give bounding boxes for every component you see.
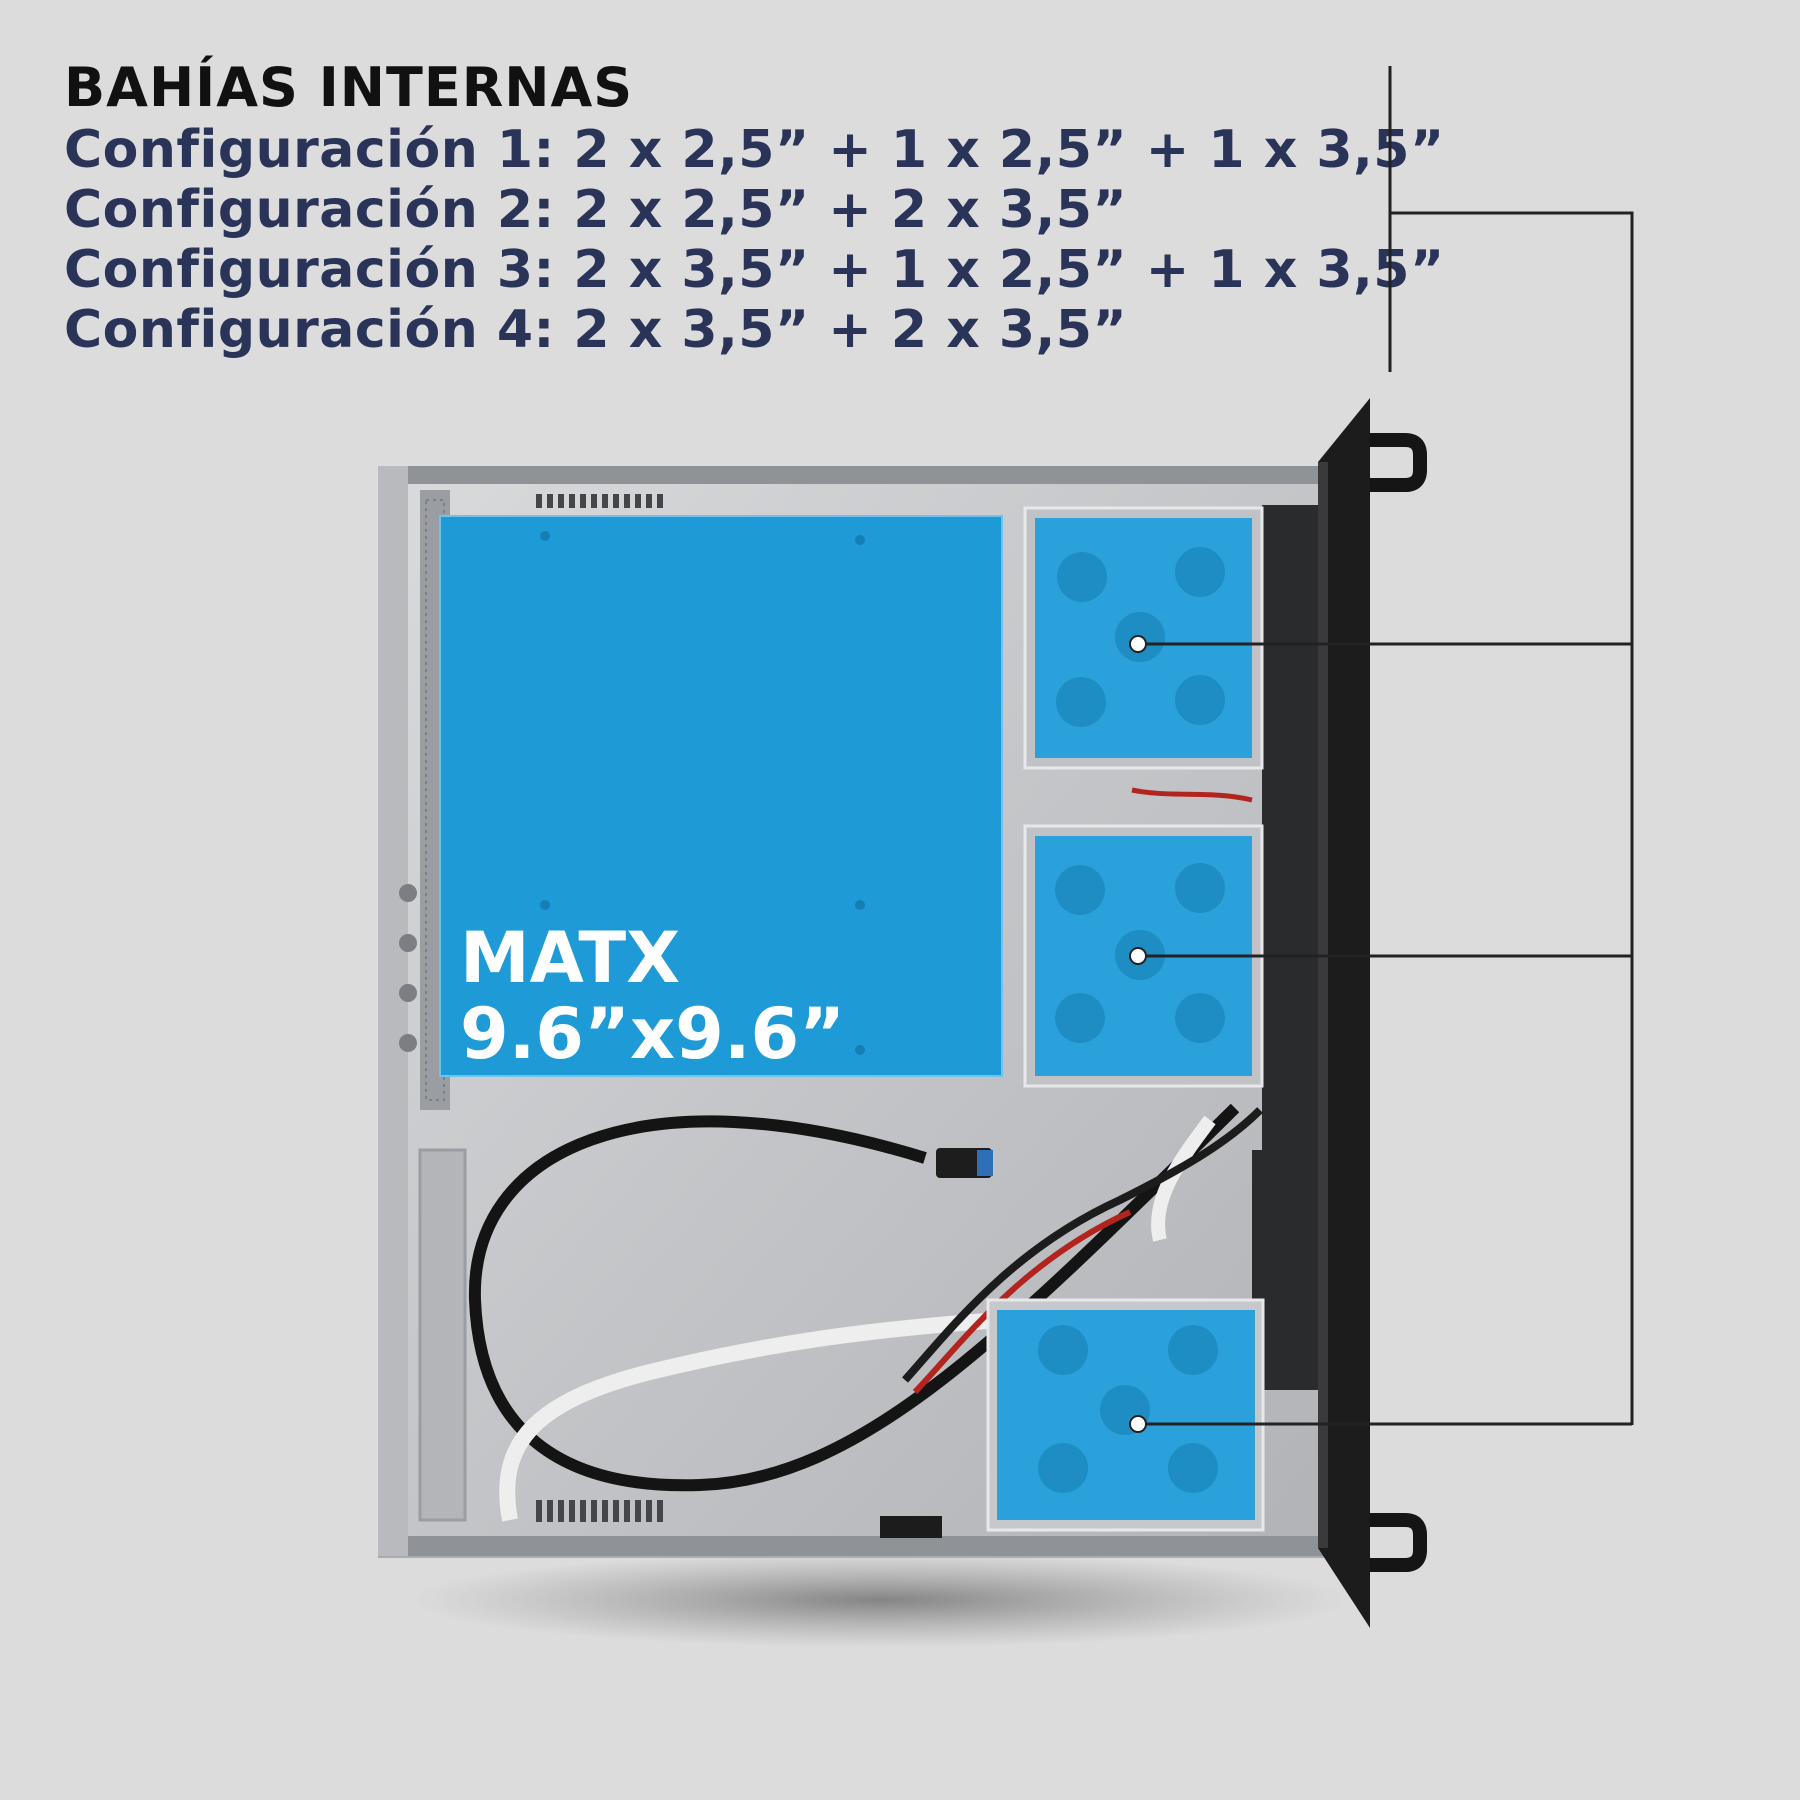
chassis-shadow [410,1552,1350,1648]
front-panel-connector [880,1516,942,1538]
psu-bracket [418,1148,467,1522]
configuration-3: Configuración 3: 2 x 3,5” + 1 x 2,5” + 1… [64,240,1445,300]
slot-screws [399,884,417,1052]
usb-cable [468,1103,1240,1492]
handle-bottom [1370,1513,1427,1572]
matx-dimensions: 9.6”x9.6” [460,993,846,1075]
top-vent-slits [536,494,663,508]
matx-form-factor: MATX [460,917,681,999]
handle-top [1370,433,1427,492]
power-cable-black [902,1107,1263,1383]
leader-spine [1390,211,1634,1425]
ribbon-cable-2 [1151,1115,1216,1242]
matx-label: MATX 9.6”x9.6” [460,920,845,1072]
configuration-1: Configuración 1: 2 x 2,5” + 1 x 2,5” + 1… [64,120,1445,180]
matx-board-area [439,515,1003,1077]
usb-connector-tab [977,1150,993,1176]
bottom-vent-slits [536,1500,663,1522]
ribbon-cable [499,1312,1001,1522]
marker-bay-2 [1129,947,1147,965]
configuration-4: Configuración 4: 2 x 3,5” + 2 x 3,5” [64,300,1128,360]
fan-cable-red [1131,787,1253,803]
section-title: BAHÍAS INTERNAS [64,56,634,119]
standoffs [540,531,865,1055]
marker-bay-3 [1129,1415,1147,1433]
front-panel [1318,398,1370,1628]
configuration-list: Configuración 1: 2 x 2,5” + 1 x 2,5” + 1… [64,120,1445,360]
drive-cage-3 [986,1298,1265,1532]
marker-bay-1 [1129,635,1147,653]
configuration-2: Configuración 2: 2 x 2,5” + 2 x 3,5” [64,180,1128,240]
drive-cage-1 [1023,506,1264,770]
